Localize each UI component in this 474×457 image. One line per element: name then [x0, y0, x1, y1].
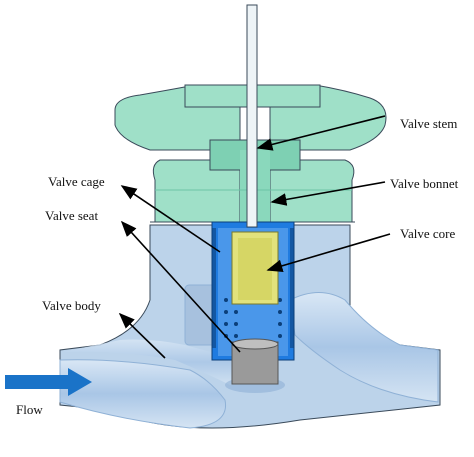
label-valve-body: Valve body [42, 298, 101, 313]
seat-pointer [120, 220, 241, 353]
label-valve-cage: Valve cage [48, 174, 105, 189]
bonnet-pointer [270, 181, 386, 206]
valve-core-shape [231, 231, 279, 305]
body-pointer [118, 312, 166, 359]
label-valve-core: Valve core [400, 226, 455, 241]
valve-seat-shape [231, 338, 279, 385]
valve-bonnet-shape [114, 84, 387, 223]
label-valve-stem: Valve stem [400, 116, 457, 131]
valve-stem-shape [246, 4, 258, 228]
flow-arrow-icon [5, 368, 92, 396]
cage-pointer-head [120, 185, 221, 253]
label-flow: Flow [16, 402, 43, 417]
stem-pointer [256, 115, 386, 151]
label-valve-bonnet: Valve bonnet [390, 176, 459, 191]
core-pointer [266, 233, 391, 273]
label-valve-seat: Valve seat [45, 208, 98, 223]
leader-lines [118, 115, 391, 359]
